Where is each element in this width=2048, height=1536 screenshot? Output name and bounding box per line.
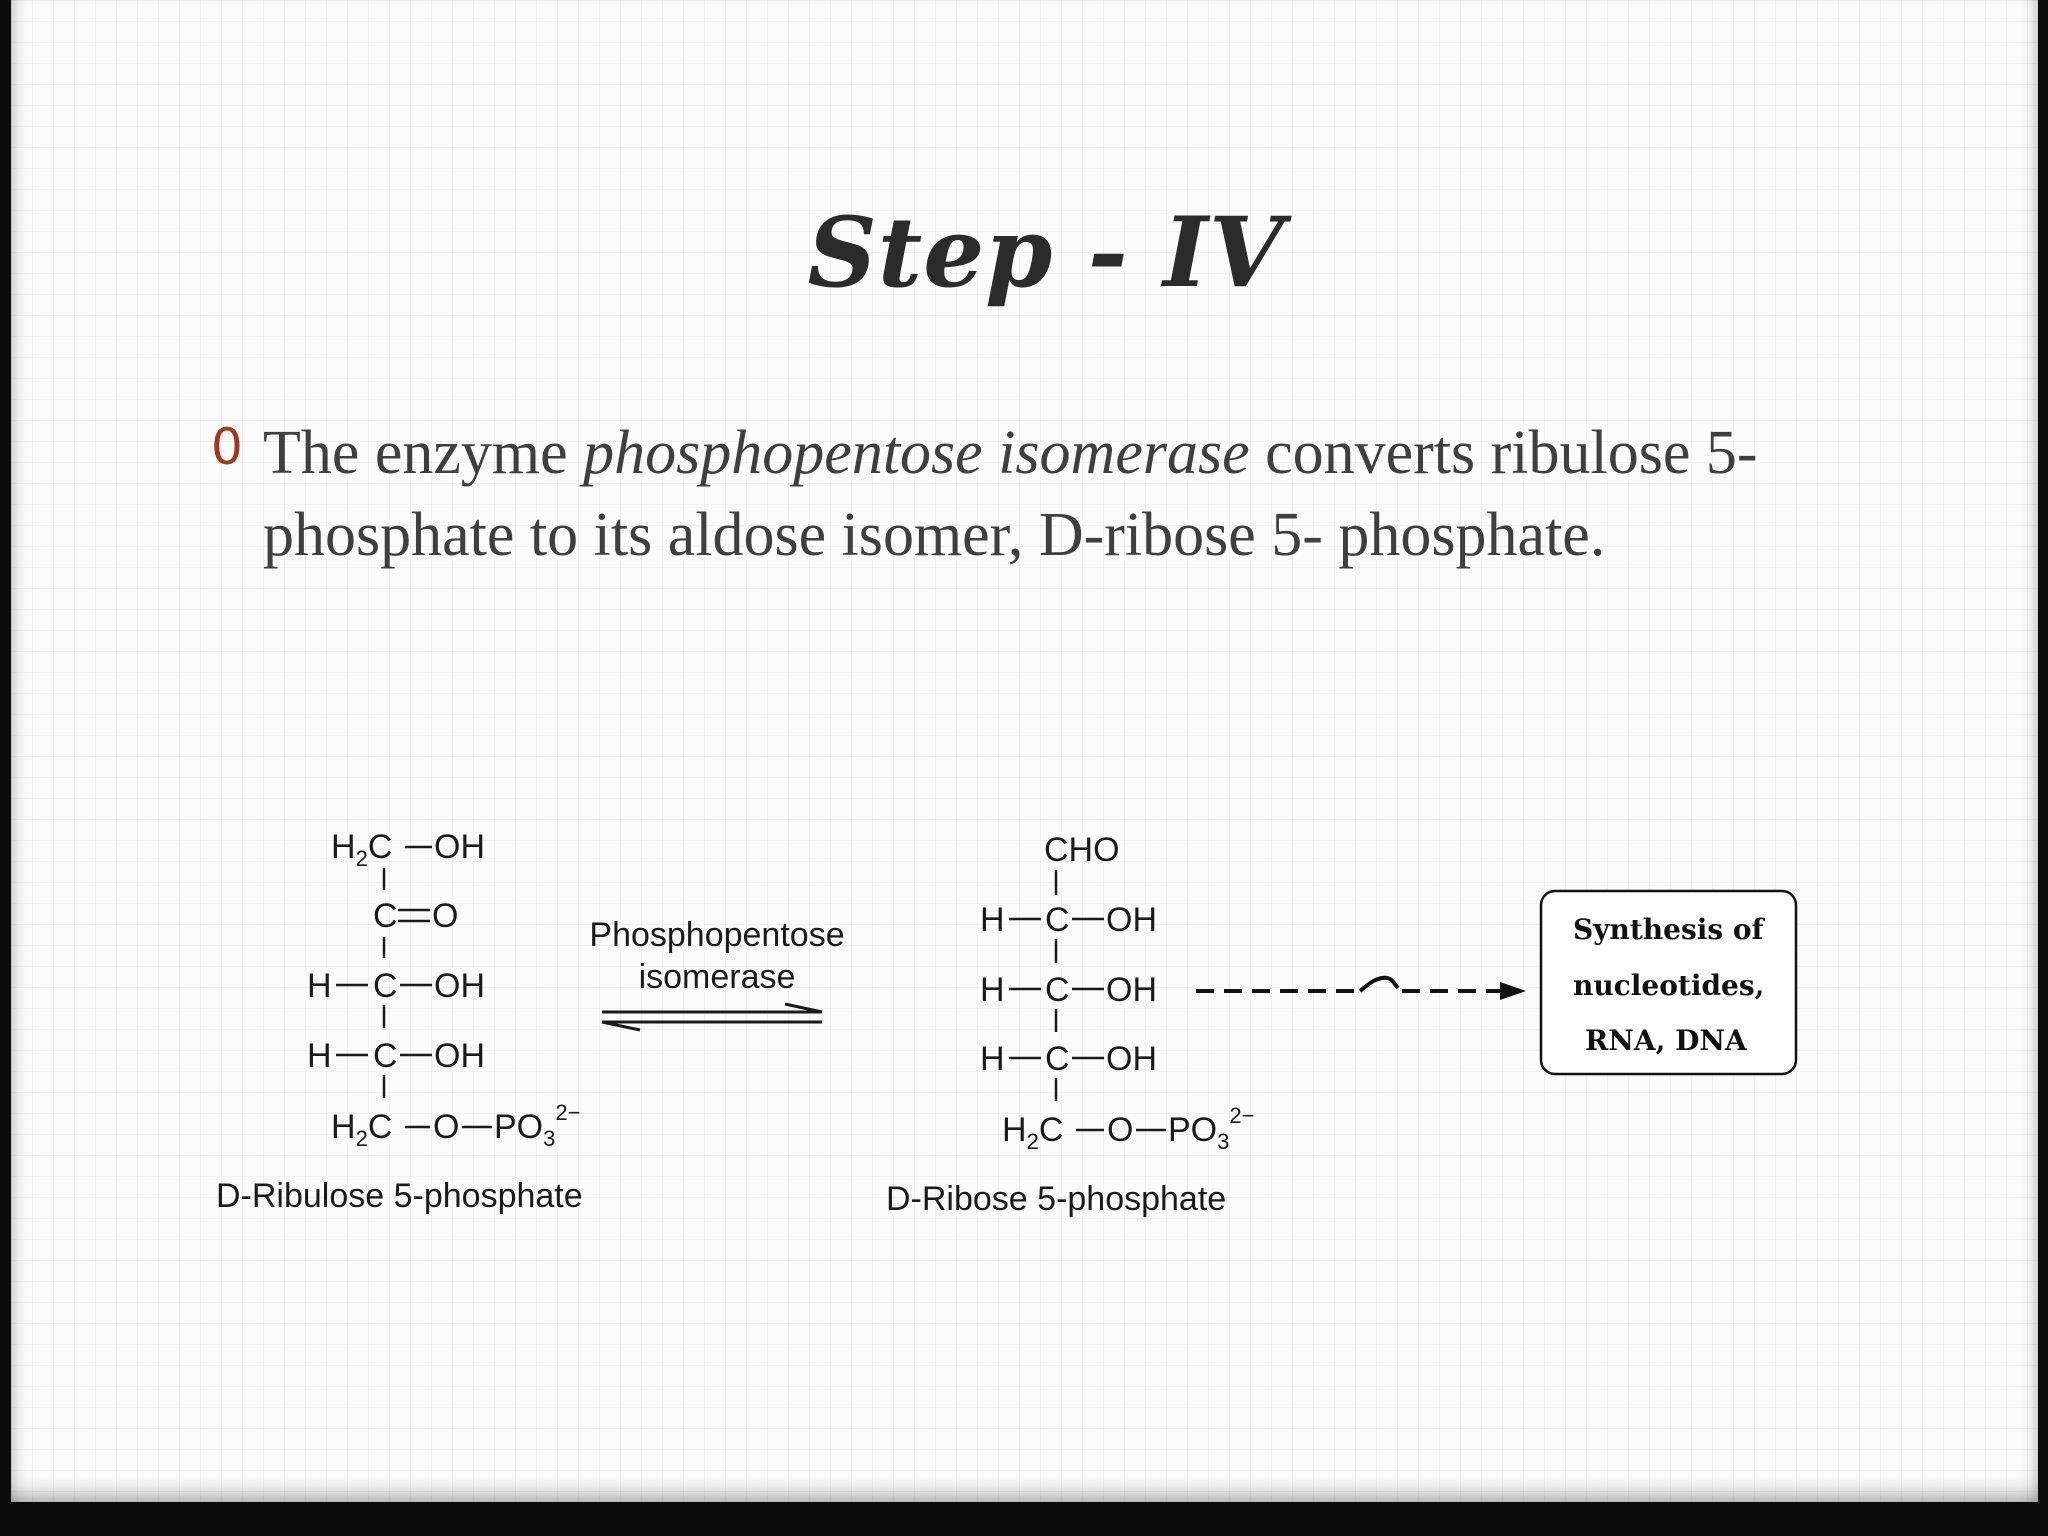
svg-text:C: C [373,967,398,1005]
reactant-name: D-Ribulose 5-phosphate [216,1177,583,1215]
svg-text:PO32−: PO32− [494,1100,580,1151]
svg-text:C: C [1045,971,1070,1009]
svg-text:H: H [980,1040,1005,1078]
svg-text:O: O [432,897,458,935]
enzyme-label-line2: isomerase [639,958,796,996]
equilibrium-arrows: Phosphopentose isomerase [589,916,845,1032]
svg-text:O: O [1107,1111,1133,1149]
product-structure: CHO H C OH H C OH H C OH H2C O PO32− D-R… [886,831,1254,1218]
svg-text:C: C [1045,901,1070,939]
bullet-text-part1: The enzyme [263,419,584,487]
svg-text:OH: OH [1106,971,1157,1009]
reactant-structure: H2C OH C O H C OH H C OH H2C O PO32− D-R… [216,828,583,1215]
svg-text:OH: OH [1106,1040,1157,1078]
enzyme-label-line1: Phosphopentose [589,916,844,954]
dashed-pathway-arrow [1196,975,1526,1000]
enzyme-name: phosphopentose isomerase [583,419,1250,487]
outcome-box: Synthesis of nucleotides, RNA, DNA [1539,889,1798,1076]
svg-text:C: C [373,1037,398,1075]
svg-text:H: H [980,901,1005,939]
slide-title: Step - IV [807,196,1285,309]
svg-text:O: O [433,1108,459,1146]
svg-text:OH: OH [1106,901,1157,939]
svg-text:OH: OH [434,828,485,866]
svg-text:CHO: CHO [1044,831,1120,869]
outcome-line3: RNA, DNA [1585,1024,1748,1057]
svg-text:H2C: H2C [1002,1111,1063,1154]
svg-text:OH: OH [434,1037,485,1075]
outcome-line1: Synthesis of [1573,913,1766,946]
svg-text:H2C: H2C [331,1108,392,1151]
outcome-line2: nucleotides, [1573,969,1764,1002]
svg-text:H: H [307,967,332,1005]
bullet-text-part2: converts ribulose 5-phosphate to its ald… [263,419,1758,569]
svg-text:C: C [373,897,398,935]
bullet-text: The enzyme phosphopentose isomerase conv… [263,412,1943,576]
reactant-h2c-1: H2C [331,828,392,871]
product-name: D-Ribose 5-phosphate [886,1180,1226,1218]
slide: Step - IV 0 The enzyme phosphopentose is… [11,0,2038,1502]
svg-text:H: H [307,1037,332,1075]
bullet-marker: 0 [211,418,243,476]
svg-text:PO32−: PO32− [1168,1103,1254,1154]
svg-text:C: C [1045,1040,1070,1078]
svg-text:H: H [980,971,1005,1009]
svg-text:OH: OH [434,967,485,1005]
